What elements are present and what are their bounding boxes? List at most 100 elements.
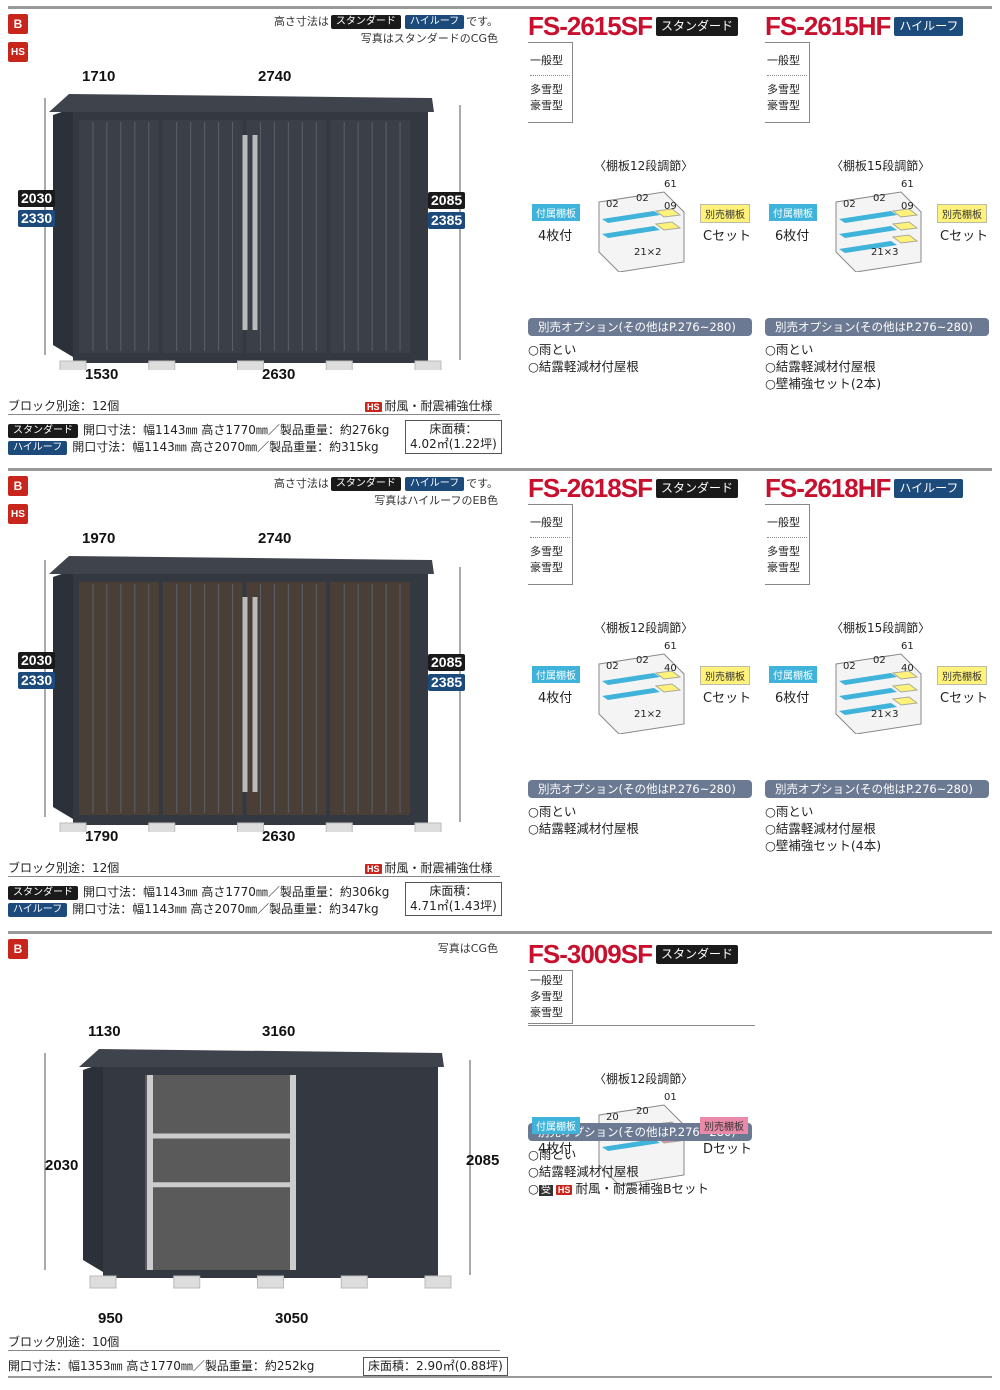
- foundation-block: [340, 1275, 368, 1289]
- sold-shelf-label: 別売棚板: [700, 1117, 748, 1134]
- foundation-block: [325, 360, 353, 370]
- snow-type-table: 一般型多雪型豪雪型: [765, 42, 810, 123]
- foundation-block: [59, 822, 87, 832]
- model-name: FS-2615HF: [765, 11, 891, 41]
- photo-note: 写真はハイルーフのEB色: [374, 494, 498, 507]
- diagram-label: 09: [664, 201, 677, 212]
- sliding-door: [330, 582, 410, 815]
- sold-shelf-set: Cセット: [940, 229, 989, 244]
- snow-type-heavy: 多雪型: [767, 83, 800, 96]
- model-type-badge: ハイルーフ: [894, 479, 964, 498]
- brand-b-logo: B: [8, 939, 28, 959]
- diagram-label: 61: [901, 641, 914, 652]
- snow-type-extra-heavy: 豪雪型: [530, 1006, 563, 1019]
- option-item: ○壁補強セット(4本): [765, 838, 882, 853]
- dim-height-highroof: 2330: [18, 210, 56, 227]
- sold-shelf: [654, 683, 682, 693]
- spec-row: スタンダード開口寸法：幅1143㎜ 高さ1770㎜／製品重量：約276kg: [8, 421, 389, 438]
- model-name: FS-3009SF: [528, 939, 653, 969]
- dim-width-top: 3160: [262, 1023, 296, 1040]
- sold-shelf-label: 別売棚板: [700, 204, 750, 223]
- order-icon: 受: [538, 1185, 553, 1196]
- included-shelf: [839, 703, 897, 715]
- diagram-label: 61: [664, 179, 677, 190]
- option-item: ○雨とい: [765, 804, 814, 819]
- included-shelf-label: 付属棚板: [532, 204, 580, 221]
- option-item: ○結露軽減材付屋根: [528, 1164, 639, 1179]
- dim-right-standard: 2085: [466, 1152, 500, 1169]
- option-item: ○雨とい: [765, 342, 814, 357]
- diagram-label: 61: [664, 641, 677, 652]
- snow-type-general: 一般型: [530, 974, 563, 987]
- foundation-block: [424, 1275, 452, 1289]
- sold-shelf-set: Cセット: [703, 229, 752, 244]
- sold-shelf: [891, 221, 919, 231]
- dim-depth-top: 1130: [88, 1023, 121, 1040]
- sliding-door: [79, 582, 159, 815]
- dim-width-top: 2740: [258, 530, 292, 547]
- floor-area-label: 床面積：: [429, 884, 478, 898]
- spec-divider: [8, 876, 500, 877]
- diagram-label: 02: [843, 661, 856, 672]
- sold-shelf: [891, 696, 919, 706]
- foundation-block: [173, 1275, 201, 1289]
- spec-text: 開口寸法：幅1143㎜ 高さ2070㎜／製品重量：約315kg: [72, 440, 379, 454]
- diagram-label: 09: [901, 201, 914, 212]
- height-note: 高さ寸法はスタンダードハイルーフです。: [274, 13, 498, 29]
- included-shelf: [839, 241, 897, 253]
- included-shelf-count: 6枚付: [775, 691, 810, 706]
- floor-area-value: 床面積：2.90㎡(0.88坪): [368, 1359, 503, 1373]
- sliding-door: [330, 120, 410, 353]
- shelf-adjust-title: 〈棚板12段調節〉: [594, 1072, 694, 1086]
- dim-height-standard: 2030: [18, 190, 56, 207]
- hs-icon: HS: [365, 864, 382, 874]
- height-note-suffix: です。: [466, 477, 498, 490]
- shed-illustration: [44, 556, 461, 832]
- dim-width-top: 2740: [258, 68, 292, 85]
- snow-type-general: 一般型: [767, 54, 800, 67]
- snow-type-table: 一般型多雪型豪雪型: [528, 970, 573, 1024]
- hs-spec-label: 耐風・耐震補強仕様: [384, 861, 493, 875]
- sold-shelf: [654, 670, 682, 680]
- spec-badge: ハイルーフ: [8, 902, 68, 917]
- spec-row: ハイルーフ開口寸法：幅1143㎜ 高さ2070㎜／製品重量：約315kg: [8, 438, 379, 455]
- diagram-label: 20: [636, 1106, 649, 1117]
- diagram-label: 01: [664, 1092, 677, 1103]
- spec-text: 開口寸法：幅1143㎜ 高さ1770㎜／製品重量：約306kg: [83, 885, 390, 899]
- dim-right-standard: 2085: [428, 654, 466, 671]
- diagram-label: 21×2: [634, 247, 661, 258]
- snow-type-heavy: 多雪型: [530, 545, 563, 558]
- option-text: 耐風・耐震補強Bセット: [575, 1181, 710, 1196]
- shed-side-wall: [53, 570, 73, 819]
- diagram-label: 20: [606, 1112, 619, 1123]
- hs-logo: HS: [8, 504, 28, 524]
- blocks-note: ブロック別途：12個: [8, 861, 120, 875]
- sold-shelf-label: 別売棚板: [937, 666, 987, 685]
- shelf-adjust-title: 〈棚板15段調節〉: [831, 159, 931, 173]
- foundation-block: [257, 1275, 284, 1289]
- option-item: ○結露軽減材付屋根: [528, 821, 639, 836]
- height-note-prefix: 高さ寸法は: [273, 477, 329, 490]
- included-shelf: [602, 1139, 660, 1151]
- included-shelf: [839, 211, 897, 223]
- section-divider: [8, 468, 992, 471]
- shelf: [150, 1133, 290, 1139]
- door-handle: [252, 597, 258, 792]
- snow-type-heavy: 多雪型: [767, 545, 800, 558]
- snow-type-extra-heavy: 豪雪型: [767, 561, 800, 574]
- highroof-badge: ハイルーフ: [404, 477, 465, 491]
- option-item: ○結露軽減材付屋根: [765, 821, 876, 836]
- shed-illustration: [44, 94, 461, 370]
- spec-row: 開口寸法：幅1353㎜ 高さ1770㎜／製品重量：約252kg: [8, 1357, 314, 1374]
- foundation-block: [59, 360, 87, 370]
- dim-height-standard: 2030: [18, 652, 56, 669]
- diagram-label: 61: [901, 179, 914, 190]
